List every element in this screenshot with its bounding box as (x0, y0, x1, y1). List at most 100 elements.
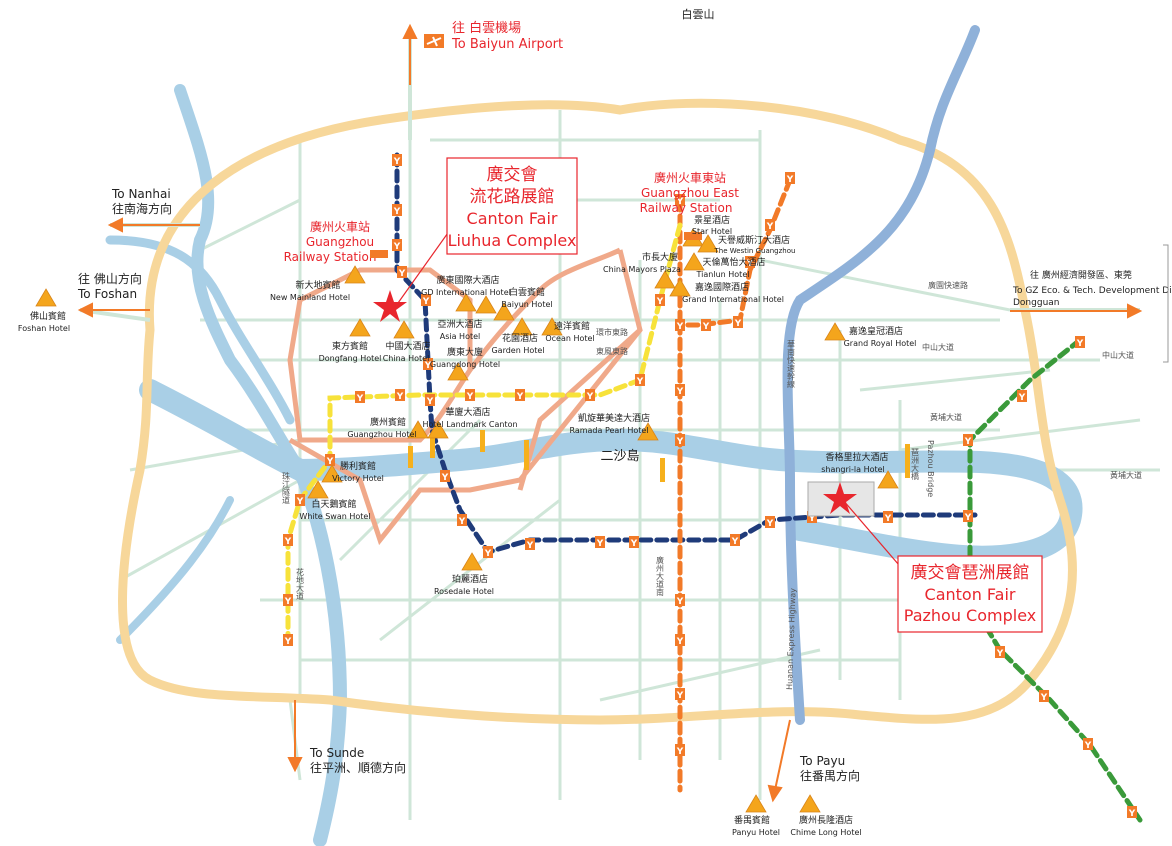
metro-y-icon[interactable]: Y (392, 204, 402, 217)
triangle-icon[interactable] (344, 265, 366, 284)
triangle-icon[interactable] (427, 420, 449, 439)
metro-y-icon[interactable]: Y (283, 534, 293, 547)
triangle-icon[interactable] (745, 794, 767, 813)
star-icon[interactable] (373, 290, 407, 322)
payu-zh: 往番禺方向 (800, 768, 860, 783)
liuhua-callout[interactable]: 廣交會 流花路展館 Canton Fair Liuhua Complex (397, 157, 578, 304)
guangzhou-ave-label: 廣州大道南 (656, 555, 665, 596)
svg-text:Y: Y (996, 649, 1004, 659)
pazhou-callout[interactable]: 廣交會琶洲展館 Canton Fair Pazhou Complex (842, 499, 1043, 633)
triangle-icon[interactable] (455, 293, 477, 312)
triangle-icon[interactable] (541, 317, 563, 336)
triangle-icon[interactable] (683, 252, 705, 271)
gz-station-en-2: Railway Station (284, 250, 377, 264)
metro-y-icon[interactable]: Y (733, 316, 743, 329)
metro-y-icon[interactable]: Y (515, 389, 525, 402)
zhongshan-road-label-2: 中山大道 (1102, 350, 1134, 360)
metro-y-icon[interactable]: Y (765, 516, 775, 529)
triangle-icon[interactable] (35, 288, 57, 307)
metro-y-icon[interactable]: Y (395, 389, 405, 402)
metro-y-icon[interactable]: Y (295, 494, 305, 507)
metro-y-icon[interactable]: Y (730, 534, 740, 547)
metro-y-icon[interactable]: Y (675, 634, 685, 647)
metro-y-icon[interactable]: Y (355, 391, 365, 404)
metro-stops: Y Y Y Y Y Y Y Y Y Y Y Y Y Y Y Y Y Y Y Y Y Y Y Y Y Y Y Y Y Y Y Y Y Y Y Y Y Y Y Y… (283, 154, 1137, 819)
metro-y-icon[interactable]: Y (457, 514, 467, 527)
arrow-icon (402, 23, 418, 85)
triangle-icon[interactable] (669, 278, 691, 297)
metro-y-icon[interactable]: Y (675, 384, 685, 397)
metro-y-icon[interactable]: Y (465, 389, 475, 402)
directional-roads (79, 30, 1140, 322)
ersha-island-label: 二沙島 (600, 449, 639, 464)
metro-y-icon[interactable]: Y (995, 646, 1005, 659)
star-icon[interactable] (823, 482, 857, 514)
metro-y-icon[interactable]: Y (1039, 690, 1049, 703)
triangle-icon[interactable] (349, 318, 371, 337)
triangle-icon[interactable] (799, 794, 821, 813)
metro-y-icon[interactable]: Y (883, 511, 893, 524)
hotel-name-en: Chime Long Hotel (790, 828, 861, 837)
metro-y-icon[interactable]: Y (1083, 738, 1093, 751)
triangle-icon[interactable] (697, 234, 719, 253)
metro-y-icon[interactable]: Y (635, 374, 645, 387)
metro-y-icon[interactable]: Y (423, 358, 433, 371)
triangle-icon[interactable] (307, 480, 329, 499)
triangle-icon[interactable] (321, 464, 343, 483)
svg-text:Y: Y (746, 259, 754, 269)
hotel-name-en: China Hotel (383, 354, 430, 363)
triangle-icon[interactable] (493, 302, 515, 321)
triangle-icon[interactable] (824, 322, 846, 341)
metro-y-icon[interactable]: Y (440, 470, 450, 483)
triangle-icon[interactable] (447, 362, 469, 381)
metro-y-icon[interactable]: Y (807, 511, 817, 524)
gz-railway-station-label[interactable]: 廣州火車站 Guangzhou Railway Station (284, 220, 388, 264)
metro-y-icon[interactable]: Y (325, 454, 335, 467)
foshan-en: To Foshan (77, 287, 137, 301)
svg-text:Y: Y (786, 175, 794, 185)
metro-y-icon[interactable]: Y (397, 266, 407, 279)
metro-y-icon[interactable]: Y (701, 319, 711, 332)
metro-y-icon[interactable]: Y (283, 594, 293, 607)
metro-y-icon[interactable]: Y (425, 394, 435, 407)
triangle-icon[interactable] (475, 295, 497, 314)
metro-y-icon[interactable]: Y (675, 744, 685, 757)
triangle-icon[interactable] (877, 470, 899, 489)
hotel-name-zh: 嘉逸國際酒店 (695, 281, 749, 293)
triangle-icon[interactable] (407, 420, 429, 439)
triangle-icon[interactable] (461, 552, 483, 571)
metro-y-icon[interactable]: Y (283, 634, 293, 647)
metro-y-icon[interactable]: Y (1075, 336, 1085, 349)
metro-y-icon[interactable]: Y (963, 434, 973, 447)
train-icon (684, 232, 702, 240)
metro-y-icon[interactable]: Y (525, 538, 535, 551)
metro-y-icon[interactable]: Y (595, 536, 605, 549)
svg-text:Y: Y (1076, 339, 1084, 349)
hotel-name-en: New Mainland Hotel (270, 293, 350, 302)
metro-y-icon[interactable]: Y (629, 536, 639, 549)
metro-y-icon[interactable]: Y (963, 510, 973, 523)
triangle-icon[interactable] (637, 422, 659, 441)
guangyuan-road-label: 廣園快速路 (928, 280, 968, 290)
gz-east-railway-station-label[interactable]: 廣州火車東站 Guangzhou East Railway Station (640, 171, 740, 240)
metro-y-icon[interactable]: Y (1017, 390, 1027, 403)
metro-y-icon[interactable]: Y (675, 434, 685, 447)
metro-y-icon[interactable]: Y (675, 319, 685, 332)
metro-y-icon[interactable]: Y (1127, 806, 1137, 819)
metro-y-icon[interactable]: Y (392, 154, 402, 167)
triangle-icon[interactable] (393, 320, 415, 339)
metro-y-icon[interactable]: Y (675, 688, 685, 701)
metro-y-icon[interactable]: Y (765, 219, 775, 232)
metro-y-icon[interactable]: Y (785, 172, 795, 185)
metro-y-icon[interactable]: Y (585, 389, 595, 402)
triangle-icon[interactable] (654, 270, 676, 289)
triangle-icon[interactable] (511, 317, 533, 336)
metro-y-icon[interactable]: Y (421, 294, 431, 307)
metro-y-icon[interactable]: Y (675, 194, 685, 207)
metro-y-icon[interactable]: Y (655, 294, 665, 307)
metro-y-icon[interactable]: Y (483, 546, 493, 559)
metro-y-icon[interactable]: Y (675, 594, 685, 607)
metro-y-icon[interactable]: Y (745, 256, 755, 269)
metro-y-icon[interactable]: Y (392, 239, 402, 252)
svg-text:Y: Y (676, 322, 684, 332)
